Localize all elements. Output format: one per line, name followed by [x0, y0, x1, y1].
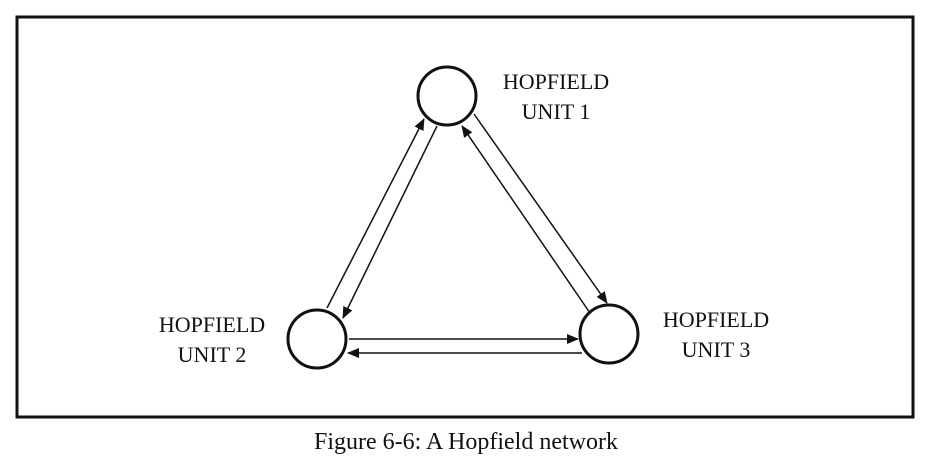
arrow-unit2-to-unit1 [326, 118, 425, 309]
figure-caption: Figure 6-6: A Hopfield network [314, 429, 618, 455]
connections [326, 113, 608, 358]
figure-frame [15, 15, 915, 419]
unit1-label-line1: HOPFIELD [503, 69, 609, 94]
unit3-label: HOPFIELD UNIT 3 [663, 307, 769, 362]
arrow-unit1-to-unit2 [342, 125, 438, 319]
arrow-unit3-to-unit1 [461, 125, 591, 314]
unit1-label-line2: UNIT 1 [522, 99, 591, 124]
nodes [286, 65, 640, 370]
unit2-node [286, 308, 348, 370]
unit3-label-line2: UNIT 3 [682, 337, 751, 362]
unit3-label-line1: HOPFIELD [663, 307, 769, 332]
unit1-node [416, 65, 478, 127]
unit1-label: HOPFIELD UNIT 1 [503, 69, 609, 124]
unit3-node [578, 303, 640, 365]
unit2-label-line2: UNIT 2 [178, 342, 247, 367]
arrow-unit1-to-unit3 [473, 113, 608, 304]
unit2-label: HOPFIELD UNIT 2 [159, 312, 265, 367]
unit2-label-line1: HOPFIELD [159, 312, 265, 337]
